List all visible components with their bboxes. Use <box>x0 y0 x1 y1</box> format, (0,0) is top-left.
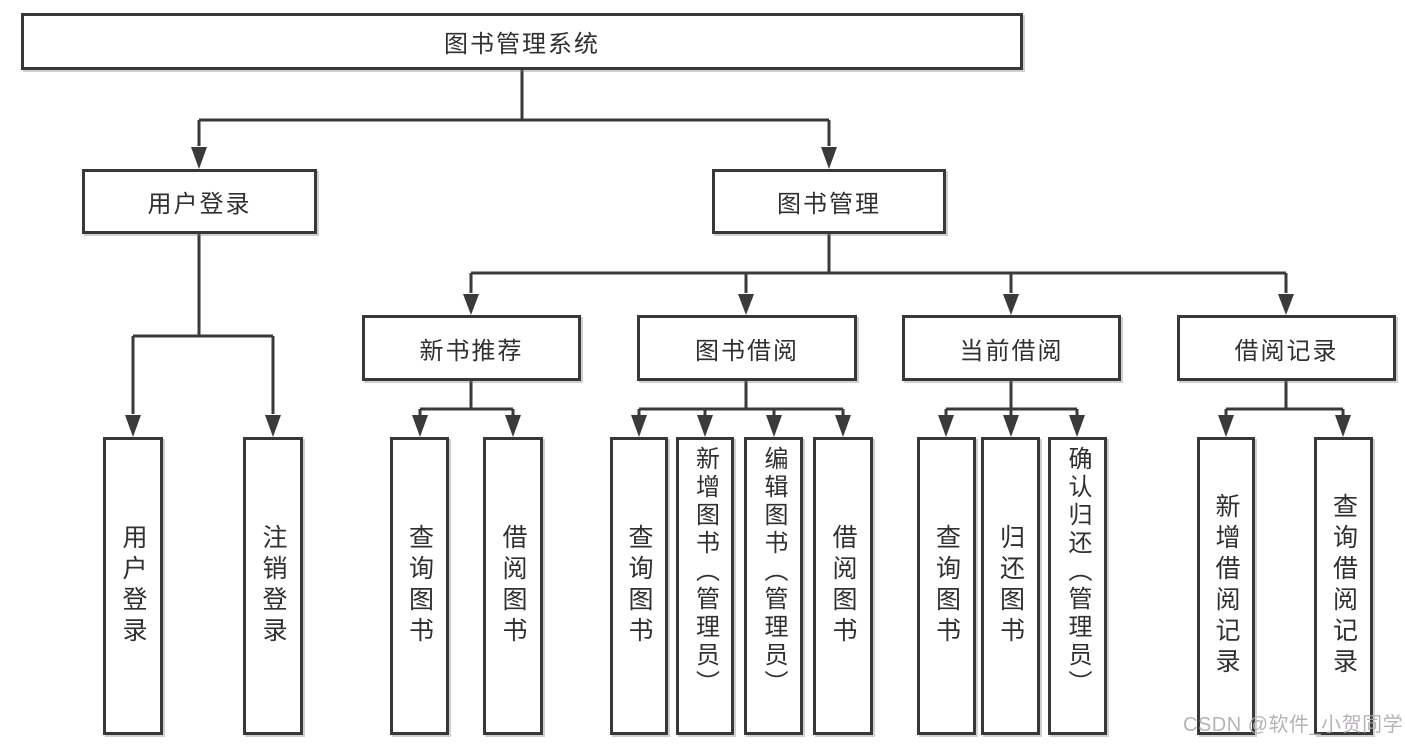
node-library-system: 图书管理系统 <box>21 13 1023 70</box>
leaf-logout: 注销登录 <box>243 437 303 735</box>
leaf-query-books-1: 查询图书 <box>390 437 449 735</box>
leaf-user-login: 用户登录 <box>103 437 163 735</box>
node-current-borrowing: 当前借阅 <box>902 315 1121 381</box>
leaf-confirm-return-admin: 确认归还（管理员） <box>1048 437 1107 735</box>
node-borrowing-records-label: 借阅记录 <box>1234 337 1339 365</box>
node-borrowing-records: 借阅记录 <box>1177 315 1396 381</box>
leaf-return-books: 归还图书 <box>981 437 1040 735</box>
node-library-system-label: 图书管理系统 <box>444 31 600 58</box>
leaf-add-borrow-record: 新增借阅记录 <box>1197 437 1255 735</box>
leaf-user-login-label: 用户登录 <box>119 524 147 648</box>
leaf-borrow-books-1: 借阅图书 <box>483 437 543 735</box>
leaf-query-books-2-label: 查询图书 <box>625 524 653 648</box>
node-book-borrowing: 图书借阅 <box>637 315 857 381</box>
leaf-query-borrow-record-label: 查询借阅记录 <box>1329 493 1358 679</box>
node-new-book-recommend: 新书推荐 <box>362 315 581 381</box>
node-user-login: 用户登录 <box>82 169 317 234</box>
leaf-query-books-3: 查询图书 <box>917 437 976 735</box>
leaf-return-books-label: 归还图书 <box>996 524 1025 648</box>
leaf-borrow-books-1-label: 借阅图书 <box>499 524 527 648</box>
leaf-logout-label: 注销登录 <box>259 524 287 648</box>
leaf-confirm-return-admin-label: 确认归还（管理员） <box>1064 446 1091 698</box>
node-book-management: 图书管理 <box>712 169 946 234</box>
node-new-book-recommend-label: 新书推荐 <box>419 337 524 365</box>
leaf-add-book-admin: 新增图书（管理员） <box>676 437 734 735</box>
leaf-add-borrow-record-label: 新增借阅记录 <box>1212 493 1240 679</box>
node-current-borrowing-label: 当前借阅 <box>959 337 1064 365</box>
csdn-watermark: CSDN @软件_小贺同学 <box>1183 714 1404 736</box>
leaf-borrow-books-2-label: 借阅图书 <box>829 524 857 648</box>
node-book-borrowing-label: 图书借阅 <box>695 337 799 365</box>
leaf-edit-book-admin: 编辑图书（管理员） <box>744 437 803 735</box>
leaf-borrow-books-2: 借阅图书 <box>813 437 873 735</box>
leaf-edit-book-admin-label: 编辑图书（管理员） <box>760 446 787 698</box>
leaf-query-books-3-label: 查询图书 <box>932 524 961 648</box>
leaf-query-books-2: 查询图书 <box>610 437 668 735</box>
leaf-query-books-1-label: 查询图书 <box>405 524 434 648</box>
leaf-add-book-admin-label: 新增图书（管理员） <box>691 446 719 698</box>
leaf-query-borrow-record: 查询借阅记录 <box>1314 437 1373 735</box>
node-book-management-label: 图书管理 <box>777 191 881 218</box>
node-user-login-label: 用户登录 <box>147 191 252 218</box>
